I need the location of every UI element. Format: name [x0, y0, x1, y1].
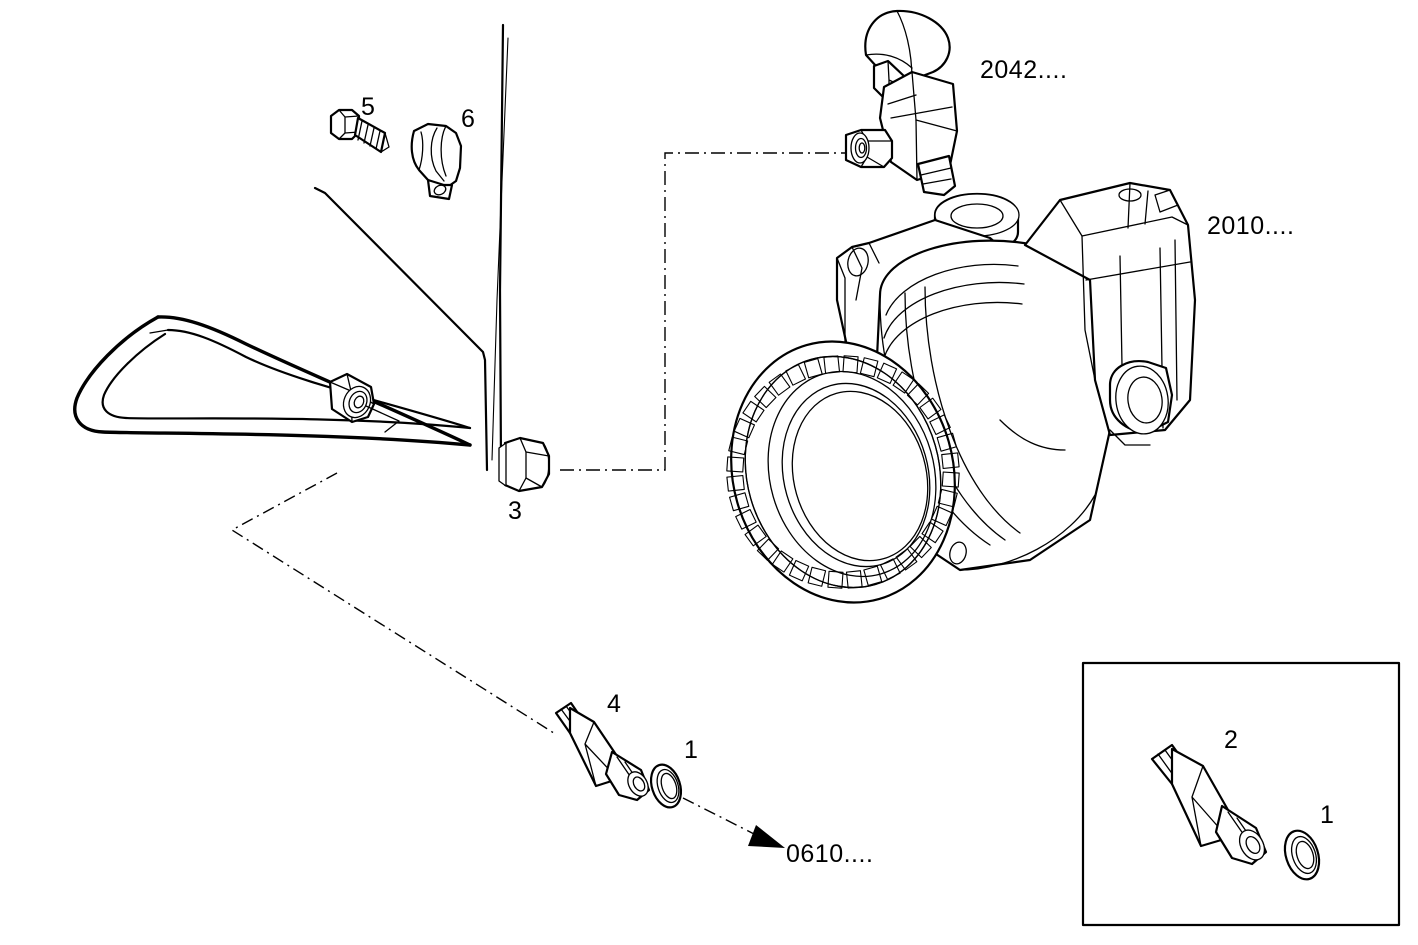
- part-union-nut-3: [498, 436, 551, 493]
- callout-number-6: 6: [461, 105, 475, 133]
- group-ref-2042: 2042....: [980, 56, 1068, 84]
- part-overflow-valve-2042: [844, 9, 959, 197]
- part-injection-pump-2010: [726, 181, 1197, 604]
- leader-lines: [230, 23, 846, 848]
- part-drive-gear-ring: [726, 340, 960, 604]
- group-ref-2010: 2010....: [1207, 212, 1295, 240]
- part-clamp-bracket-6: [410, 122, 463, 201]
- part-hollow-screw-4: [554, 701, 651, 802]
- callout-number-5: 5: [361, 93, 375, 121]
- callout-number-1-inset: 1: [1320, 801, 1334, 829]
- callout-number-3: 3: [508, 497, 522, 525]
- part-fuel-pipe-loop: [73, 315, 472, 447]
- part-sealing-washer-1: [649, 763, 683, 809]
- inset-detail-box: [1081, 661, 1401, 927]
- part-hollow-screw-2-inset: [1150, 743, 1268, 866]
- callout-number-1: 1: [684, 736, 698, 764]
- part-hex-bolt-5: [329, 108, 390, 154]
- callout-number-2-inset: 2: [1224, 726, 1238, 754]
- group-ref-0610: 0610....: [786, 840, 874, 868]
- part-pipe-union-mid: [328, 372, 400, 433]
- part-sealing-washer-1-inset: [1283, 829, 1321, 881]
- callout-number-4: 4: [607, 690, 621, 718]
